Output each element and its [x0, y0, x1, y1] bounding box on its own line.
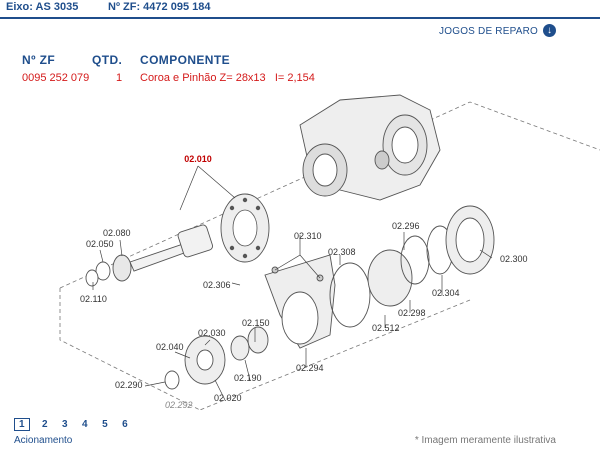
label-02304[interactable]: 02.304 — [432, 288, 460, 298]
label-02308[interactable]: 02.308 — [328, 247, 356, 257]
highlight-label[interactable]: 02.010 — [184, 154, 212, 164]
page-2[interactable]: 2 — [42, 419, 48, 430]
label-02294[interactable]: 02.294 — [296, 363, 324, 373]
section-link[interactable]: Acionamento — [14, 435, 73, 446]
page-3[interactable]: 3 — [62, 419, 68, 430]
flange-assembly-illustration — [164, 326, 269, 390]
row-qty: 1 — [116, 72, 123, 84]
row-zf[interactable]: 0095 252 079 — [22, 72, 90, 84]
label-02110[interactable]: 02.110 — [80, 294, 107, 304]
label-02080[interactable]: 02.080 — [103, 228, 131, 238]
ring-gear-illustration — [220, 193, 270, 263]
pinion-bearings-illustration — [85, 254, 132, 287]
exploded-parts-diagram: 02.010 02.080 02.050 02.110 02.310 02.30… — [59, 94, 600, 410]
label-02292[interactable]: 02.292 — [165, 400, 193, 410]
axle-title: Eixo: AS 3035 — [6, 1, 79, 13]
col-header-qty: QTD. — [92, 53, 123, 67]
label-02020[interactable]: 02.020 — [214, 393, 242, 403]
label-02298[interactable]: 02.298 — [398, 308, 426, 318]
col-header-component: COMPONENTE — [140, 53, 231, 67]
repair-kits-link[interactable]: JOGOS DE REPARO — [439, 26, 538, 37]
axle-housing-illustration — [299, 94, 441, 201]
arrow-down-circle-icon[interactable]: ↓ — [543, 24, 556, 37]
label-02030[interactable]: 02.030 — [198, 328, 226, 338]
page-5[interactable]: 5 — [102, 419, 108, 430]
side-bearing-rings-illustration — [329, 205, 495, 328]
label-02150[interactable]: 02.150 — [242, 318, 270, 328]
label-02050[interactable]: 02.050 — [86, 239, 114, 249]
label-02290[interactable]: 02.290 — [115, 380, 143, 390]
pagination: 1 2 3 4 5 6 — [14, 414, 138, 432]
illustrative-note: * Imagem meramente ilustrativa — [414, 435, 556, 446]
label-02310[interactable]: 02.310 — [294, 231, 322, 241]
page-1[interactable]: 1 — [14, 418, 30, 431]
zf-number-title: Nº ZF: 4472 095 184 — [108, 1, 211, 13]
label-02040[interactable]: 02.040 — [156, 342, 184, 352]
label-02512[interactable]: 02.512 — [372, 323, 400, 333]
label-02306[interactable]: 02.306 — [203, 280, 231, 290]
label-02300[interactable]: 02.300 — [500, 254, 528, 264]
top-bar: Eixo: AS 3035 Nº ZF: 4472 095 184 — [0, 0, 600, 19]
carrier-housing-illustration — [264, 254, 336, 349]
label-02190[interactable]: 02.190 — [234, 373, 262, 383]
row-component[interactable]: Coroa e Pinhão Z= 28x13 I= 2,154 — [140, 72, 315, 84]
pinion-shaft-illustration — [129, 224, 214, 272]
label-02296[interactable]: 02.296 — [392, 221, 420, 231]
page-6[interactable]: 6 — [122, 419, 128, 430]
col-header-zf: Nº ZF — [22, 53, 56, 67]
page-4[interactable]: 4 — [82, 419, 88, 430]
